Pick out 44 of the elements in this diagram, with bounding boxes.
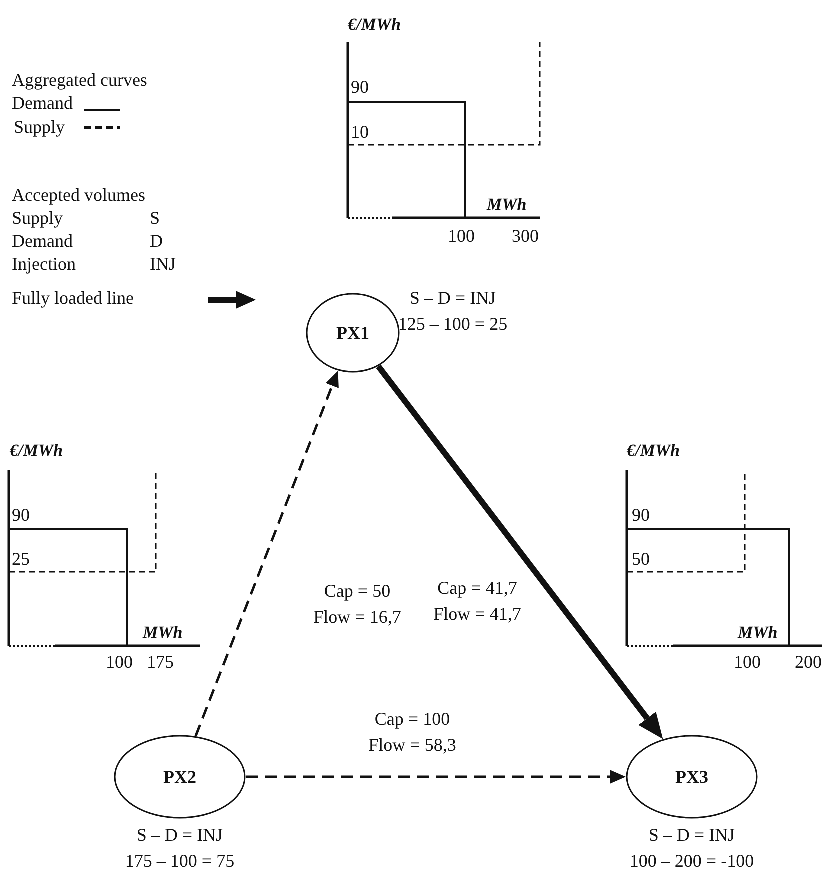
tick-label: 100 bbox=[734, 652, 761, 672]
axis-unit-label: MWh bbox=[738, 623, 778, 643]
node-annotation: 175 – 100 = 75 bbox=[124, 850, 236, 873]
axis-unit-label: €/MWh bbox=[348, 15, 401, 35]
ellipse-node bbox=[306, 293, 400, 373]
axis-unit-label: €/MWh bbox=[627, 441, 680, 461]
arrow bbox=[246, 770, 626, 784]
node-label: PX3 bbox=[676, 767, 708, 787]
node-annotation: 100 – 200 = -100 bbox=[628, 850, 756, 873]
term-label: Injection bbox=[12, 254, 76, 274]
tick-label: 90 bbox=[351, 77, 369, 97]
legend-heading: Accepted volumes bbox=[12, 185, 146, 205]
legend-label: Fully loaded line bbox=[12, 288, 134, 308]
axis-unit-label: €/MWh bbox=[10, 441, 63, 461]
tick-label: 175 bbox=[147, 652, 174, 672]
tick-label: 10 bbox=[351, 122, 369, 142]
tick-label: 100 bbox=[106, 652, 133, 672]
tick-label: 100 bbox=[448, 226, 475, 246]
tick-label: 200 bbox=[795, 652, 822, 672]
axis-unit-label: MWh bbox=[487, 195, 527, 215]
ellipse-node bbox=[626, 735, 758, 819]
abbreviation: INJ bbox=[150, 254, 176, 274]
node-annotation: S – D = INJ bbox=[648, 824, 736, 847]
node-label: PX1 bbox=[336, 323, 370, 343]
arrow bbox=[194, 370, 339, 737]
abbreviation: S bbox=[150, 208, 160, 228]
legend-label: Demand bbox=[12, 93, 73, 113]
legend-heading: Aggregated curves bbox=[12, 70, 148, 90]
node-annotation: S – D = INJ bbox=[408, 287, 498, 310]
term-label: Demand bbox=[12, 231, 73, 251]
node-annotation: S – D = INJ bbox=[136, 824, 224, 847]
ellipse-node bbox=[114, 735, 246, 819]
arrow bbox=[376, 364, 664, 740]
tick-label: 25 bbox=[12, 549, 30, 569]
tick-label: 300 bbox=[512, 226, 539, 246]
tick-label: 50 bbox=[632, 549, 650, 569]
legend-label: Supply bbox=[14, 117, 66, 137]
tick-label: 90 bbox=[632, 505, 650, 525]
axis-unit-label: MWh bbox=[143, 623, 183, 643]
abbreviation: D bbox=[150, 231, 163, 251]
node-annotation: 125 – 100 = 25 bbox=[397, 313, 509, 336]
node-label: PX2 bbox=[164, 767, 196, 787]
term-label: Supply bbox=[12, 208, 64, 228]
tick-label: 90 bbox=[12, 505, 30, 525]
